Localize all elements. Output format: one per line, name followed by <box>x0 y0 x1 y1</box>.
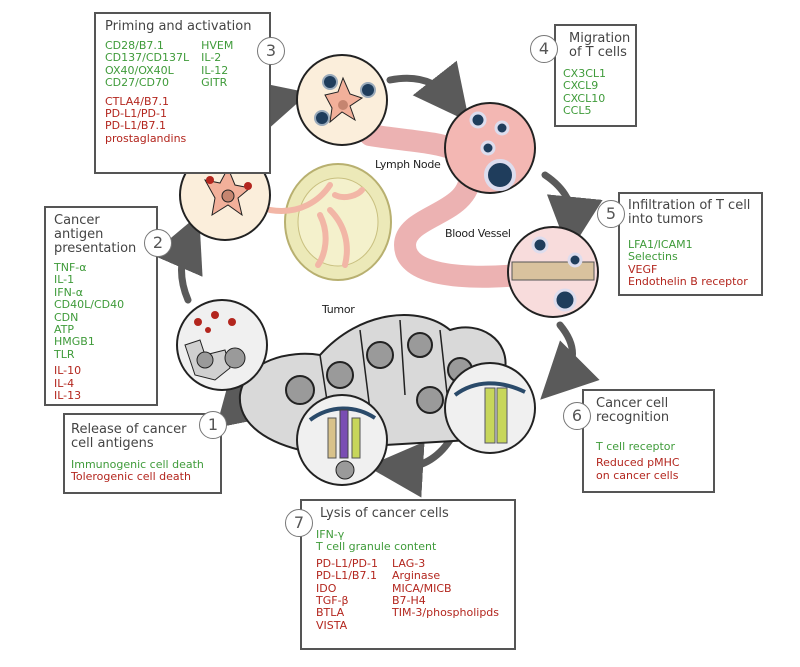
step-5-title: Infiltration of T cell into tumors <box>628 198 751 227</box>
step-3-green2-item: IL-2 <box>201 51 222 65</box>
step-7-number: 7 <box>285 509 313 537</box>
step-6-green-item: T cell receptor <box>596 440 676 453</box>
step-2-green-item: HMGB1 <box>54 335 95 349</box>
step-6-red-item: Reduced pMHC on cancer cells <box>596 456 680 482</box>
step-5-box: Infiltration of T cell into tumors LFA1/… <box>618 192 763 296</box>
step-2-box: Cancer antigen presentation TNF-α IL-1 I… <box>44 206 158 406</box>
step-7-red-item: BTLA <box>316 606 345 620</box>
step-5-red-item: VEGF <box>628 262 658 276</box>
step-3-box: Priming and activation CD28/B7.1 CD137/C… <box>94 12 271 174</box>
step-4-green-item: CX3CL1 <box>563 67 607 80</box>
step-7-green-item: T cell granule content <box>316 540 437 554</box>
step-5-number: 5 <box>597 200 625 228</box>
step-7-red-item: PD-L1/B7.1 <box>316 569 377 583</box>
step-3-red-item: CTLA4/B7.1 <box>105 94 170 108</box>
step-7-red-item: TGF-β <box>316 594 349 608</box>
migration-circle <box>444 102 536 194</box>
step-4-number: 4 <box>530 35 558 63</box>
step-7-red2-item: MICA/MICB <box>391 581 452 595</box>
step-2-green-item: IL-1 <box>54 273 75 287</box>
tumor-label: Tumor <box>322 303 355 316</box>
step-1-red-item: Tolerogenic cell death <box>71 470 191 484</box>
antigen-release-circle <box>176 299 268 391</box>
step-2-green-item: IFN-α <box>54 285 84 299</box>
blood-vessel-shape <box>359 124 531 288</box>
step-3-green-item: OX40/OX40L <box>105 63 174 77</box>
step-1-green-item: Immunogenic cell death <box>71 458 204 471</box>
step-1-box: Release of cancer cell antigens Immunoge… <box>63 413 222 494</box>
step-7-red2-item: TIM-3/phospholipds <box>391 606 500 620</box>
step-3-green-item: CD27/CD70 <box>105 76 170 90</box>
recognition-circle <box>444 362 536 454</box>
step-3-red-item: PD-L1/PD-1 <box>105 107 167 121</box>
step-2-green-item: TLR <box>54 347 75 361</box>
step-2-title: Cancer antigen presentation <box>54 213 137 256</box>
lymph-node-shape <box>267 163 392 281</box>
step-3-red-item: PD-L1/B7.1 <box>105 119 166 133</box>
infiltration-circle <box>507 226 599 318</box>
step-4-green-item: CXCL10 <box>563 91 606 105</box>
step-7-box: Lysis of cancer cells IFN-γ T cell granu… <box>300 499 516 650</box>
step-7-red2-item: Arginase <box>391 569 441 583</box>
step-3-title: Priming and activation <box>105 19 252 34</box>
step-1-number: 1 <box>199 411 227 439</box>
step-1-title: Release of cancer cell antigens <box>71 422 187 451</box>
step-7-green-item: IFN-γ <box>316 528 345 541</box>
step-7-red-item: VISTA <box>316 618 348 632</box>
step-7-title: Lysis of cancer cells <box>320 506 449 521</box>
step-2-number: 2 <box>144 229 172 257</box>
step-2-red-item: IL-10 <box>54 364 82 378</box>
step-6-title: Cancer cell recognition <box>596 396 670 425</box>
step-2-green-item: CDN <box>54 310 79 324</box>
step-3-red-item: prostaglandins <box>105 131 187 145</box>
lysis-circle <box>296 394 388 486</box>
t-cell-priming-circle <box>296 54 388 146</box>
step-7-red2-item: B7-H4 <box>391 594 426 608</box>
step-4-box: Migration of T cells CX3CL1 CXCL9 CXCL10… <box>554 24 637 127</box>
step-7-red2-item: LAG-3 <box>391 556 426 570</box>
step-4-green-item: CXCL9 <box>563 79 599 93</box>
step-6-box: Cancer cell recognition T cell receptor … <box>582 389 715 493</box>
step-3-green2-item: GITR <box>201 76 228 90</box>
step-2-red-item: IL-4 <box>54 376 75 390</box>
lymph-node-label: Lymph Node <box>375 158 441 171</box>
step-2-green-item: TNF-α <box>54 261 87 274</box>
step-2-green-item: ATP <box>54 323 75 337</box>
step-2-red-item: IL-13 <box>54 389 82 403</box>
step-7-red-item: PD-L1/PD-1 <box>316 556 378 570</box>
step-3-green2-item: HVEM <box>201 39 234 52</box>
step-3-green-item: CD137/CD137L <box>105 51 190 65</box>
step-5-green-item: Selectins <box>628 250 678 264</box>
step-4-green-item: CCL5 <box>563 104 592 118</box>
step-6-number: 6 <box>563 402 591 430</box>
step-4-title: Migration of T cells <box>569 31 631 60</box>
step-2-green-item: CD40L/CD40 <box>54 298 125 312</box>
blood-vessel-label: Blood Vessel <box>445 227 511 240</box>
step-5-green-item: LFA1/ICAM1 <box>628 238 693 251</box>
step-3-number: 3 <box>257 37 285 65</box>
step-3-green2-item: IL-12 <box>201 63 229 77</box>
step-3-green-item: CD28/B7.1 <box>105 39 164 52</box>
step-7-red-item: IDO <box>316 581 337 595</box>
step-5-red-item: Endothelin B receptor <box>628 275 748 289</box>
